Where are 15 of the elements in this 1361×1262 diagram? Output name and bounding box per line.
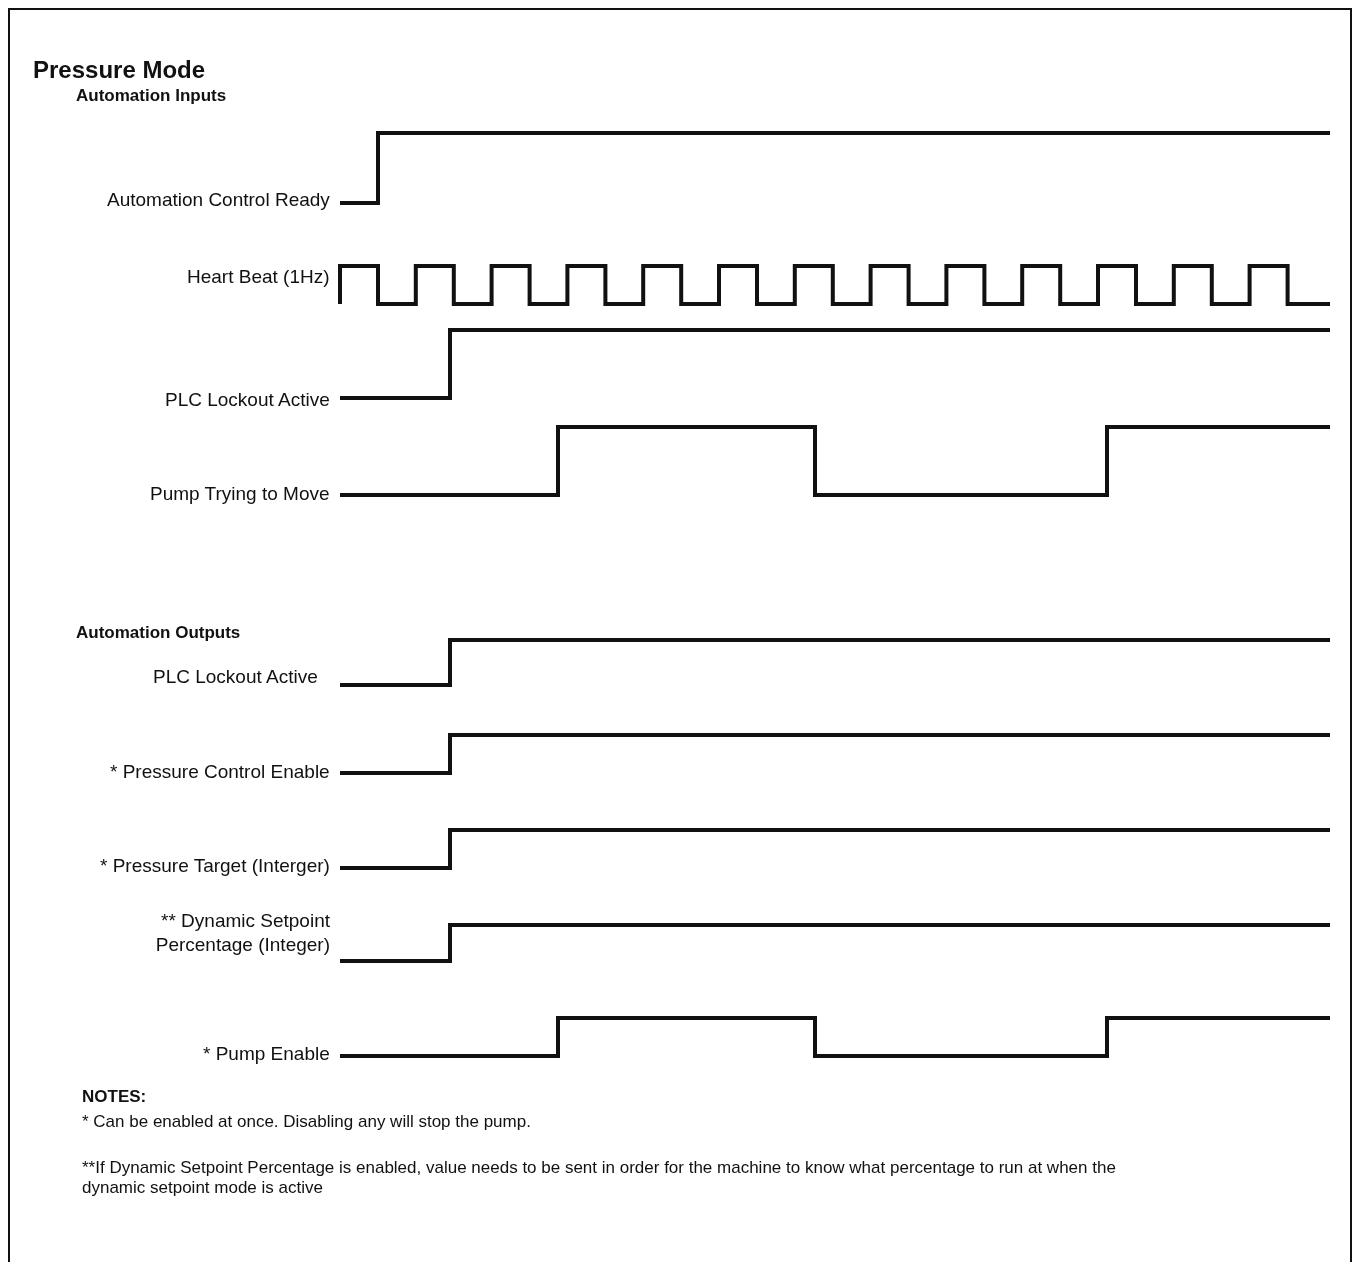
note-text: * Can be enabled at once. Disabling any will stop the pump. xyxy=(82,1112,531,1132)
signal-label: * Pump Enable xyxy=(203,1042,330,1066)
signal-label: * Pressure Control Enable xyxy=(110,760,330,784)
notes-heading: NOTES: xyxy=(82,1087,147,1107)
diagram-title: Pressure Mode xyxy=(33,56,206,84)
note-text: **If Dynamic Setpoint Percentage is enabled, value needs to be sent in order for the machine to know what percentage to run at when the dynamic setpoint mode is active xyxy=(82,1158,1117,1198)
signal-label: Automation Control Ready xyxy=(107,188,330,212)
signal-label: ** Dynamic Setpoint Percentage (Integer) xyxy=(154,909,330,957)
signal-label: Pump Trying to Move xyxy=(150,482,330,506)
signal-label: * Pressure Target (Interger) xyxy=(100,854,330,878)
section-heading: Automation Outputs xyxy=(76,623,241,643)
signal-label: PLC Lockout Active xyxy=(165,388,330,412)
section-heading: Automation Inputs xyxy=(76,86,227,106)
signal-label: PLC Lockout Active xyxy=(153,665,318,689)
signal-label: Heart Beat (1Hz) xyxy=(187,265,330,289)
